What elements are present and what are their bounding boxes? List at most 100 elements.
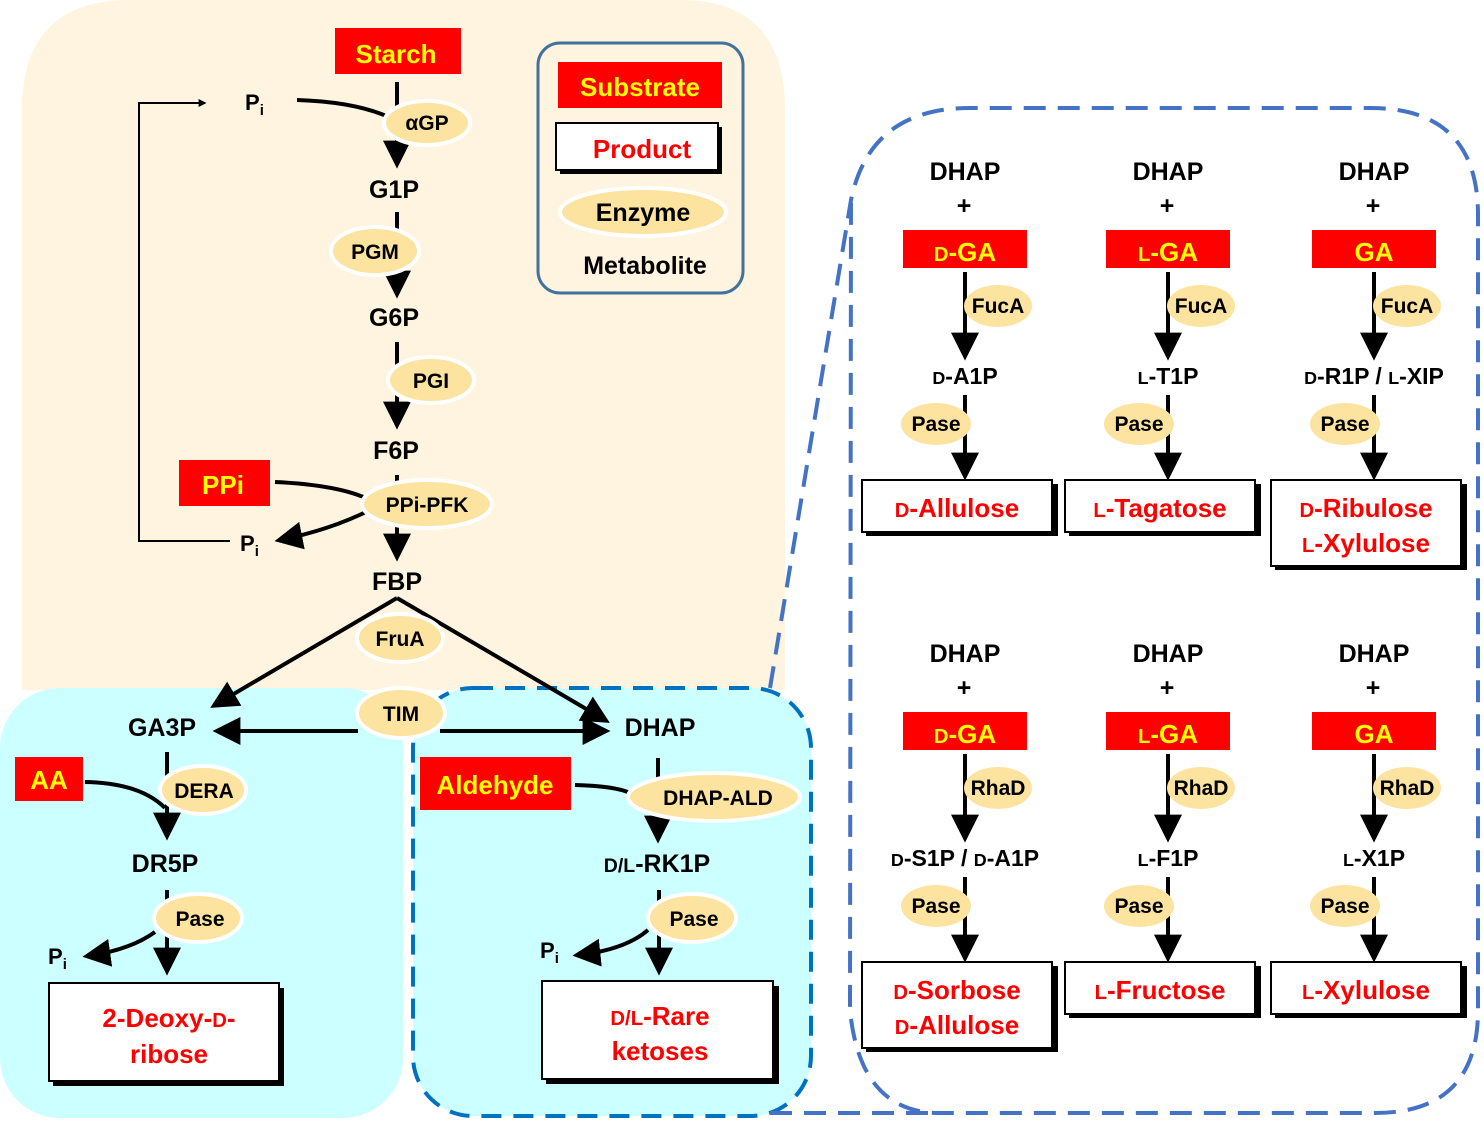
panel-enzyme-ellipse	[1167, 285, 1235, 327]
product-rare-ketoses-line1: D/L-Rare	[610, 1001, 709, 1031]
pi-ketose: Pi	[540, 938, 559, 967]
panel-product-label: L-Xylulose	[1302, 975, 1430, 1005]
panel-enzyme-label: FucA	[1175, 295, 1228, 318]
metabolite-g6p: G6P	[369, 304, 419, 332]
panel-dhap: DHAP	[1339, 640, 1410, 668]
panel-substrate-box	[1312, 230, 1436, 268]
legend-substrate-box	[558, 62, 722, 108]
legend-enzyme-ellipse	[558, 186, 728, 238]
metabolite-fbp: FBP	[372, 568, 422, 596]
enzyme-frua-label: FruA	[376, 628, 425, 651]
panel-plus: +	[957, 192, 972, 220]
panel-intermediate: D-A1P	[932, 363, 997, 389]
starch-label: Starch	[356, 39, 437, 69]
panel-pase-ellipse	[901, 403, 971, 445]
panel-substrate-label: GA	[1355, 237, 1394, 267]
panel-pase-label: Pase	[911, 895, 960, 918]
enzyme-ppi-pfk	[360, 478, 494, 530]
panel-enzyme-ellipse	[1373, 767, 1441, 809]
panel-substrate-box	[1106, 712, 1230, 750]
panel-substrate-box	[903, 230, 1027, 268]
panel-enzyme-ellipse	[1373, 285, 1441, 327]
panel-pase-ellipse	[901, 885, 971, 927]
pi-deoxy: Pi	[48, 944, 67, 973]
panel-product-box	[1064, 479, 1256, 533]
product-rare-ketoses-line2: ketoses	[612, 1036, 709, 1066]
metabolite-g1p: G1P	[369, 176, 419, 204]
panel-product-box	[861, 961, 1053, 1049]
enzyme-pase-deoxy	[152, 892, 244, 944]
panel-product-label: L-Tagatose	[1093, 493, 1226, 523]
panel-product-label: D-Allulose	[895, 493, 1019, 523]
panel-product-label: L-Fructose	[1095, 975, 1226, 1005]
panel-pase-label: Pase	[1114, 413, 1163, 436]
enzyme-ppi-pfk-label: PPi-PFK	[386, 494, 469, 517]
panel-substrate-box	[1106, 230, 1230, 268]
panel-substrate-label: L-GA	[1138, 237, 1198, 267]
enzyme-dhap-ald	[626, 771, 802, 823]
panel-enzyme-ellipse	[964, 285, 1032, 327]
panel-plus: +	[957, 674, 972, 702]
panel-product-box	[1064, 961, 1256, 1015]
ppi-substrate-box	[179, 460, 270, 506]
panel-substrate-label: GA	[1355, 719, 1394, 749]
panel-dhap: DHAP	[1133, 158, 1204, 186]
enzyme-dera	[158, 764, 248, 816]
legend-enzyme-label: Enzyme	[596, 199, 691, 227]
metabolite-dhap: DHAP	[625, 714, 696, 742]
panel-pase-label: Pase	[1114, 895, 1163, 918]
panel-intermediate: L-F1P	[1138, 845, 1199, 871]
panel-intermediate: L-T1P	[1138, 363, 1199, 389]
panel-plus: +	[1160, 674, 1175, 702]
enzyme-agp-label: αGP	[405, 112, 448, 135]
panel-enzyme-label: FucA	[1381, 295, 1434, 318]
panel-intermediate: L-X1P	[1343, 845, 1405, 871]
panel-enzyme-label: RhaD	[1174, 777, 1229, 800]
product-rare-ketoses-box	[541, 980, 774, 1080]
panel-substrate-box	[903, 712, 1027, 750]
enzyme-pgm	[329, 225, 421, 277]
panel-intermediate: D-S1P / D-A1P	[891, 845, 1039, 871]
pi-top: Pi	[245, 90, 264, 119]
panel-dhap: DHAP	[1133, 640, 1204, 668]
panel-dhap: DHAP	[930, 640, 1001, 668]
panel-enzyme-label: FucA	[972, 295, 1025, 318]
panel-pase-label: Pase	[911, 413, 960, 436]
enzyme-pgm-label: PGM	[351, 241, 399, 264]
detail-panels: DHAP+D-GAFucAD-A1PPaseD-AlluloseDHAP+L-G…	[861, 158, 1467, 1052]
aldehyde-substrate-box	[420, 757, 571, 810]
panel-enzyme-ellipse	[1167, 767, 1235, 809]
enzyme-pase-ketose-label: Pase	[669, 908, 718, 931]
panel-pase-label: Pase	[1320, 413, 1369, 436]
enzyme-tim	[355, 686, 447, 740]
enzyme-dera-label: DERA	[174, 780, 234, 803]
panel-substrate-label: D-GA	[934, 719, 997, 749]
metabolite-f6p: F6P	[373, 437, 419, 465]
legend-metabolite-label: Metabolite	[583, 252, 707, 280]
legend-product-box	[555, 122, 719, 171]
enzyme-pgi-label: PGI	[413, 370, 449, 393]
aldehyde-label: Aldehyde	[436, 770, 553, 800]
panel-product-box	[1270, 479, 1462, 567]
panel-product-box	[861, 479, 1053, 533]
panel-pase-ellipse	[1310, 403, 1380, 445]
pi-recycle-line	[138, 99, 230, 542]
panel-plus: +	[1366, 192, 1381, 220]
enzyme-pase-ketose	[646, 892, 738, 944]
product-deoxyribose-box	[48, 982, 280, 1082]
panel-enzyme-label: RhaD	[1380, 777, 1435, 800]
metabolite-dr5p: DR5P	[132, 850, 199, 878]
panel-product-label: D-Allulose	[895, 1010, 1019, 1040]
panel-pase-ellipse	[1104, 403, 1174, 445]
metabolite-ga3p: GA3P	[128, 714, 196, 742]
aa-substrate-box	[15, 757, 83, 801]
legend: Substrate Product Enzyme Metabolite	[536, 41, 745, 295]
enzyme-frua	[355, 612, 445, 664]
enzyme-agp	[382, 99, 472, 147]
